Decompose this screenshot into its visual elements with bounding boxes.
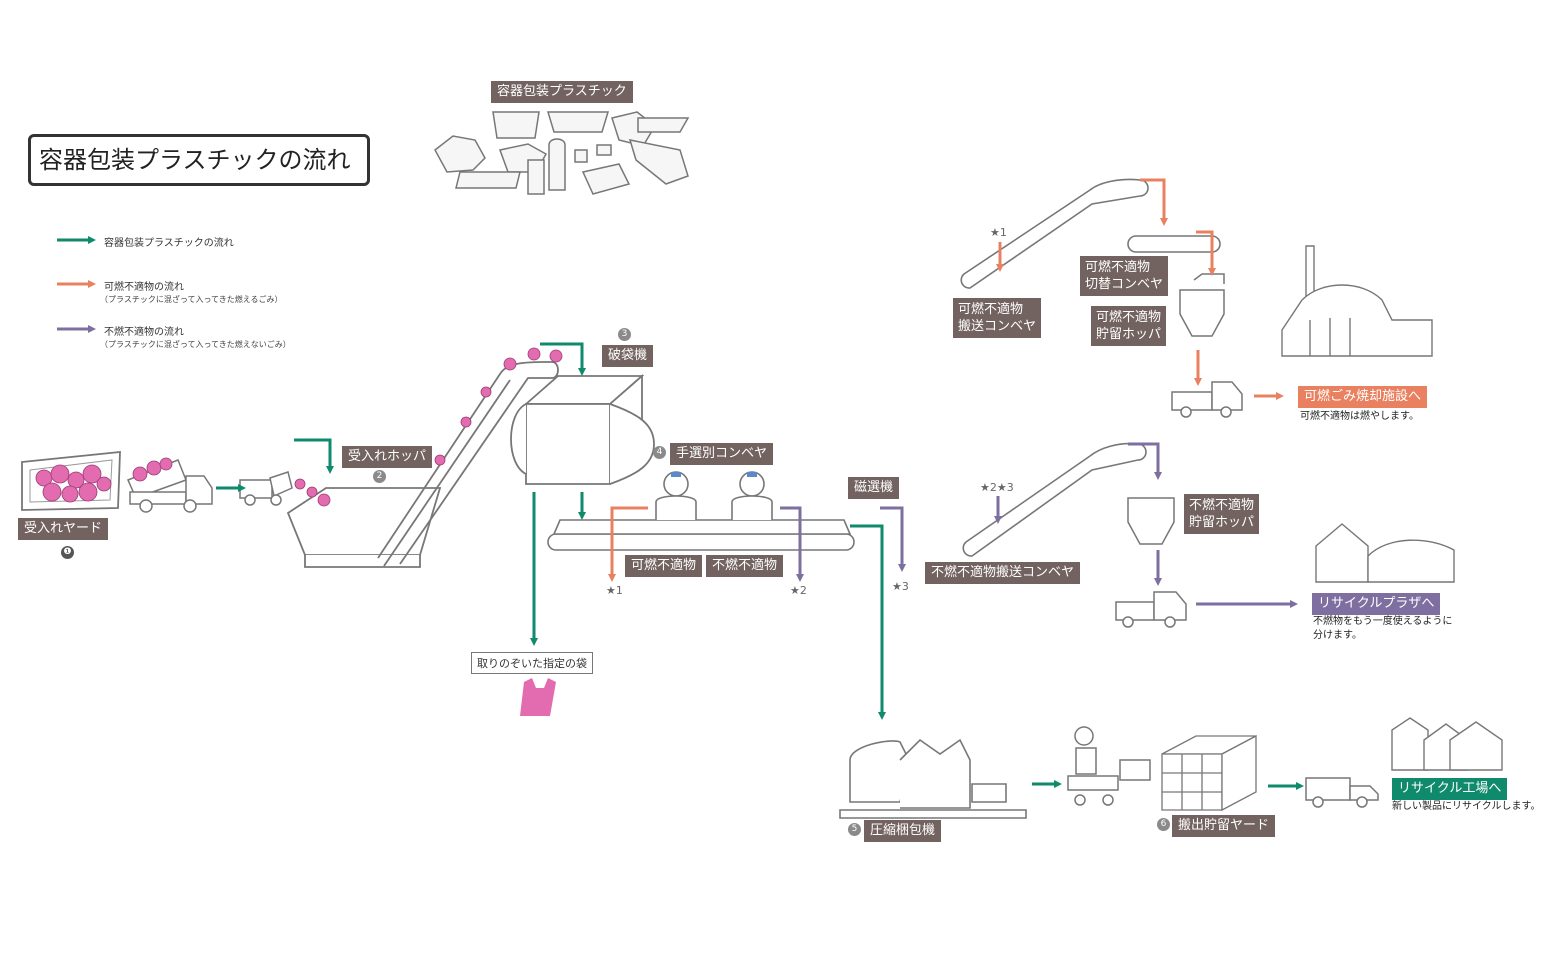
noncomb-hopper-illustration bbox=[1127, 497, 1175, 545]
hand-sort-conveyor-illustration bbox=[547, 471, 855, 551]
legend-orange-sub: （プラスチックに混ざって入ってきた燃えるごみ） bbox=[100, 295, 283, 304]
removed-bag-illustration bbox=[520, 678, 556, 716]
removed-bags-label: 取りのぞいた指定の袋 bbox=[471, 652, 593, 674]
magnet-label: 磁選機 bbox=[848, 477, 900, 499]
comb-truck-illustration bbox=[1171, 381, 1243, 418]
noncomb-truck-illustration bbox=[1115, 591, 1187, 628]
purple-flow-arrows bbox=[780, 442, 1298, 608]
legend-green-label: 容器包装プラスチックの流れ bbox=[104, 238, 234, 249]
switch-conveyor-label: 可燃不適物 切替コンベヤ bbox=[1080, 256, 1169, 296]
comb-conveyor-label: 可燃不適物 搬送コンベヤ bbox=[953, 298, 1042, 338]
legend-purple-sub: （プラスチックに混ざって入ってきた燃えないごみ） bbox=[100, 340, 291, 349]
bale-stack-illustration bbox=[1161, 734, 1257, 812]
recycle-plaza-note: 不燃物をもう一度使えるように 分けます。 bbox=[1313, 616, 1453, 641]
incline-conveyor bbox=[377, 347, 581, 567]
loader-illustration bbox=[239, 471, 293, 506]
noncombustible-sort-label: 不燃不適物 bbox=[706, 555, 784, 577]
step-number-baler: 5 bbox=[848, 823, 861, 836]
step-number-yard: ❶ bbox=[61, 546, 74, 559]
green-flow-arrows bbox=[216, 342, 1304, 790]
baler-label: 圧縮梱包機 bbox=[864, 820, 942, 842]
recycle-plaza-illustration bbox=[1315, 523, 1455, 583]
incinerator-note: 可燃不適物は燃やします。 bbox=[1300, 411, 1419, 422]
yard-label: 受入れヤード bbox=[18, 518, 109, 540]
breaker-label: 破袋機 bbox=[602, 345, 654, 367]
noncomb-hopper-label: 不燃不適物 貯留ホッパ bbox=[1184, 494, 1260, 534]
receiving-hopper-illustration bbox=[286, 478, 442, 568]
comb-hopper-label: 可燃不適物 貯留ホッパ bbox=[1091, 306, 1167, 346]
noncomb-conveyor-illustration bbox=[962, 442, 1147, 557]
star-2-label: ★2 bbox=[790, 584, 807, 597]
incinerator-label: 可燃ごみ焼却施設へ bbox=[1298, 386, 1428, 408]
legend-arrows bbox=[57, 236, 96, 333]
forklift-illustration bbox=[1067, 726, 1151, 806]
bag-breaker-illustration bbox=[510, 374, 655, 485]
star-23-label: ★2★3 bbox=[980, 481, 1014, 494]
comb-hopper-illustration bbox=[1179, 273, 1225, 337]
star-3-label: ★3 bbox=[892, 580, 909, 593]
baler-illustration bbox=[839, 738, 1027, 819]
plastics-label: 容器包装プラスチック bbox=[491, 81, 633, 103]
factory-illustration bbox=[1391, 717, 1503, 771]
recycle-factory-label: リサイクル工場へ bbox=[1392, 778, 1508, 800]
orange-flow-arrows bbox=[608, 178, 1284, 582]
incinerator-illustration bbox=[1281, 245, 1433, 357]
star-1-label: ★1 bbox=[606, 584, 623, 597]
noncomb-conveyor-label: 不燃不適物搬送コンベヤ bbox=[925, 562, 1081, 584]
plastics-illustration bbox=[434, 111, 690, 195]
storage-yard-label: 搬出貯留ヤード bbox=[1172, 815, 1276, 837]
legend-purple-label: 不燃不適物の流れ bbox=[104, 327, 184, 338]
hopper-label: 受入れホッパ bbox=[342, 446, 433, 468]
recycle-plaza-label: リサイクルプラザへ bbox=[1312, 593, 1441, 615]
star-1-top-label: ★1 bbox=[990, 226, 1007, 239]
step-number-hand-sort: 4 bbox=[653, 446, 666, 459]
step-number-breaker: 3 bbox=[618, 328, 631, 341]
combustible-sort-label: 可燃不適物 bbox=[625, 555, 703, 577]
page-title: 容器包装プラスチックの流れ bbox=[28, 134, 370, 186]
dump-truck-illustration bbox=[126, 457, 213, 513]
recycle-factory-note: 新しい製品にリサイクルします。 bbox=[1392, 801, 1541, 812]
hand-sort-label: 手選別コンベヤ bbox=[670, 443, 774, 465]
receiving-yard-illustration bbox=[21, 450, 121, 511]
step-number-storage: 6 bbox=[1157, 818, 1170, 831]
box-truck-illustration bbox=[1305, 777, 1379, 808]
step-number-hopper: 2 bbox=[373, 470, 386, 483]
legend-orange-label: 可燃不適物の流れ bbox=[104, 282, 184, 293]
